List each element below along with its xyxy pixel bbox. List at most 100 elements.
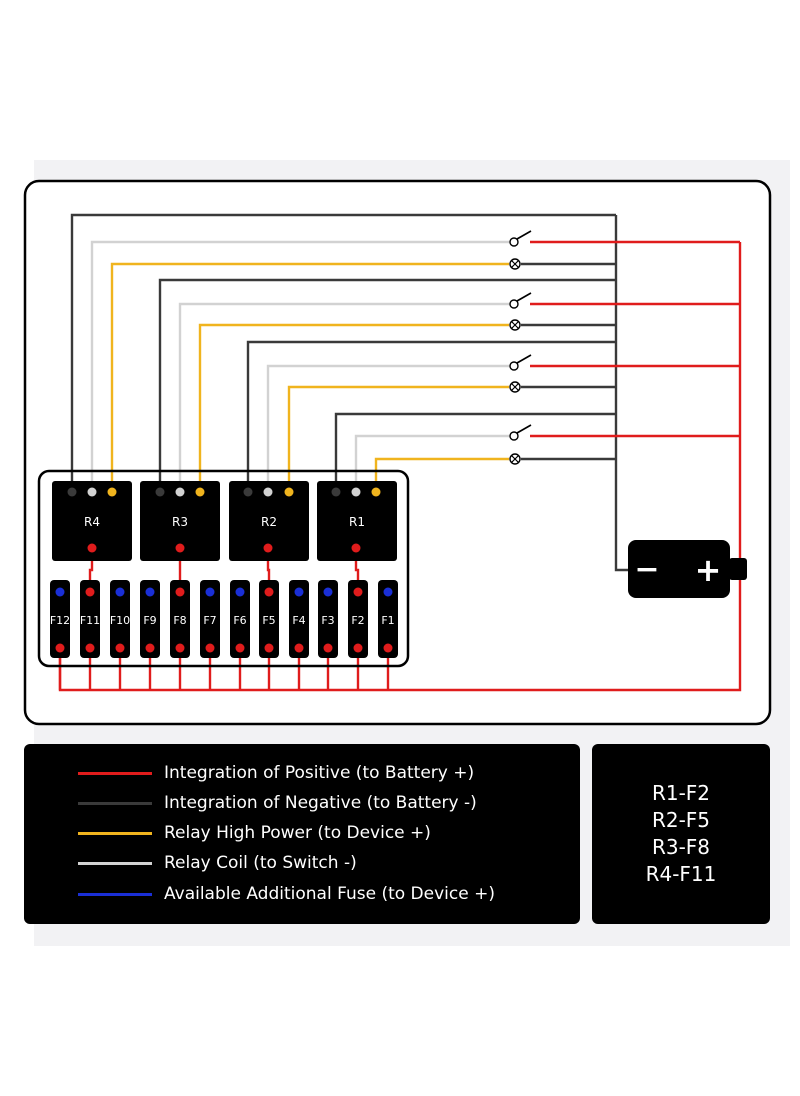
battery: − + [628, 540, 747, 598]
relay-coil-pin [87, 487, 97, 497]
fuse-bottom-pin [145, 643, 155, 653]
fuse-bottom-pin [294, 643, 304, 653]
fuse-bottom-pin [383, 643, 393, 653]
fuse-label: F9 [143, 614, 156, 627]
switch-contact [509, 237, 519, 247]
fuse-f4: F4 [289, 580, 309, 658]
fuse-bottom-pin [264, 643, 274, 653]
switch-r4 [509, 230, 532, 270]
relay-r2: R2 [229, 481, 309, 561]
relay-high-power-pin [195, 487, 205, 497]
negative-wire-r2 [246, 340, 616, 490]
fuse-bottom-pin [175, 643, 185, 653]
fuse-f2: F2 [348, 580, 368, 658]
negative-bus-wire [614, 215, 628, 572]
legend-swatch [78, 831, 152, 835]
relay-coil-pin [351, 487, 361, 497]
fuse-top-pin [205, 587, 215, 597]
fuse-top-pin [323, 587, 333, 597]
switch-lever [516, 354, 532, 364]
legend-item: Relay Coil (to Switch -) [78, 848, 357, 878]
fuse-label: F2 [351, 614, 364, 627]
relay-negative-pin [243, 487, 253, 497]
switch-contact [509, 299, 519, 309]
fuse-top-pin [175, 587, 185, 597]
mapping-item-r2: R2-F5 [651, 808, 711, 832]
switch-r3 [509, 292, 532, 331]
fuse-label: F8 [173, 614, 186, 627]
relay-high-power-pin [284, 487, 294, 497]
fuse-bottom-pin [55, 643, 65, 653]
fuse-f1: F1 [378, 580, 398, 658]
fuse-bottom-pin [85, 643, 95, 653]
fuse-bottom-pin [205, 643, 215, 653]
relay-output-pin [87, 543, 97, 553]
coil-wire-r4 [90, 240, 510, 490]
fuse-top-pin [85, 587, 95, 597]
relay-high-power-pin [371, 487, 381, 497]
negative-wire-r4 [70, 213, 616, 490]
relay-negative-pin [155, 487, 165, 497]
fuse-top-pin [115, 587, 125, 597]
relay-r4: R4 [52, 481, 132, 561]
wires [58, 213, 742, 692]
switch-contact [509, 361, 519, 371]
coil-wire-r2 [266, 364, 510, 490]
legend-label: Integration of Negative (to Battery -) [164, 793, 477, 813]
fuse-top-pin [353, 587, 363, 597]
relay-negative-pin [331, 487, 341, 497]
fuse-top-pin [55, 587, 65, 597]
switch-r1 [509, 424, 532, 465]
negative-wire-r1 [334, 412, 616, 490]
fuse-f8: F8 [170, 580, 190, 658]
relay-coil-pin [263, 487, 273, 497]
battery-plus: + [695, 551, 722, 589]
legend-label: Relay High Power (to Device +) [164, 823, 431, 843]
relay-output-pin [263, 543, 273, 553]
relay-output-pin [175, 543, 185, 553]
lamp-icon [509, 319, 521, 331]
relay-label: R1 [349, 515, 365, 529]
relay-r1: R1 [317, 481, 397, 561]
lamp-icon [509, 258, 521, 270]
legend-label: Relay Coil (to Switch -) [164, 853, 357, 873]
fuse-bottom-pin [235, 643, 245, 653]
high-power-wire-r2 [287, 385, 509, 490]
coil-wire-r3 [178, 302, 510, 490]
switch-lever [516, 424, 532, 434]
relay-label: R2 [261, 515, 277, 529]
fuse-bottom-pin [115, 643, 125, 653]
fuse-f7: F7 [200, 580, 220, 658]
relay-high-power-pin [107, 487, 117, 497]
relay-output-pin [351, 543, 361, 553]
legend-label: Available Additional Fuse (to Device +) [164, 884, 495, 904]
legend-item: Available Additional Fuse (to Device +) [78, 879, 495, 909]
fuse-top-pin [145, 587, 155, 597]
fuse-label: F11 [80, 614, 100, 627]
fuse-label: F12 [50, 614, 70, 627]
switch-group [509, 230, 532, 465]
fuse-label: F3 [321, 614, 334, 627]
high-power-wire-r3 [198, 323, 509, 490]
fuse-label: F10 [110, 614, 130, 627]
lamp-icon [509, 381, 521, 393]
mapping-item-r4: R4-F11 [645, 862, 717, 886]
switch-lever [516, 230, 532, 240]
fuse-f9: F9 [140, 580, 160, 658]
switch-r2 [509, 354, 532, 393]
fuse-bottom-pin [353, 643, 363, 653]
legend-swatch [78, 771, 152, 775]
relay-coil-pin [175, 487, 185, 497]
legend-swatch [78, 861, 152, 865]
fuse-label: F6 [233, 614, 246, 627]
mapping-item-r3: R3-F8 [651, 835, 711, 859]
legend-swatch [78, 892, 152, 896]
legend-swatch [78, 801, 152, 805]
fuse-label: F7 [203, 614, 216, 627]
fuse-top-pin [264, 587, 274, 597]
mapping-item-r1: R1-F2 [651, 781, 711, 805]
fuse-f5: F5 [259, 580, 279, 658]
fuse-f6: F6 [230, 580, 250, 658]
